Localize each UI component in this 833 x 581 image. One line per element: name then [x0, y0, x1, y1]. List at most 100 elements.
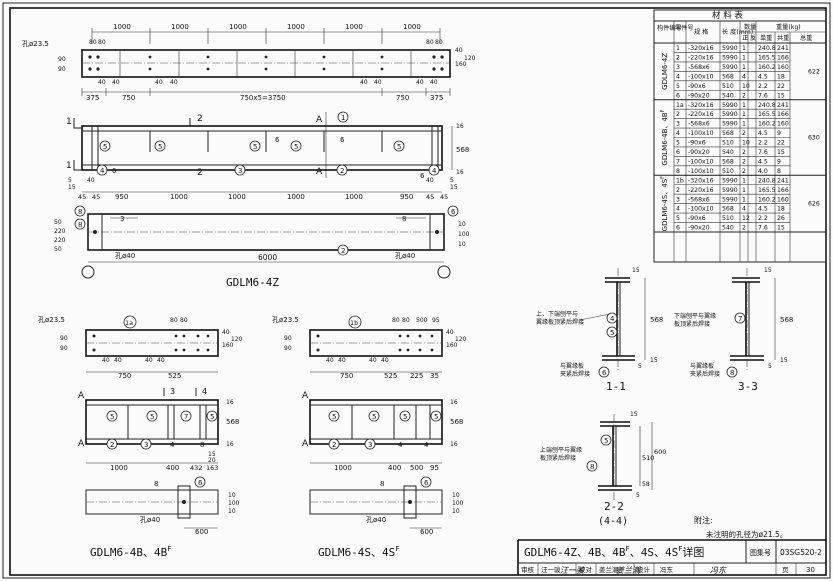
- b-mark-1a: 1a: [125, 319, 133, 327]
- plan-top-dim-6: 1000: [403, 23, 421, 31]
- mat-cell: 160: [777, 196, 789, 203]
- s-mark-3: 3: [368, 441, 372, 449]
- mat-cell: 165.5: [758, 55, 776, 62]
- mat-member: GDLM6-4S、4SF: [660, 176, 669, 232]
- elev-sec1: 1: [66, 117, 72, 127]
- plan-small-1: 40: [98, 79, 106, 86]
- mat-cell: 9: [777, 158, 781, 165]
- side-mark-8b: 8: [78, 221, 82, 229]
- b-span: 600: [195, 528, 208, 536]
- mat-cell: -90x6: [688, 140, 706, 147]
- s22-dim-5: 5: [636, 492, 640, 499]
- elev-secA-bottom: A: [316, 167, 323, 177]
- elev-sec2-bottom: 2: [197, 168, 203, 178]
- mat-cell: 7.6: [758, 92, 768, 99]
- mat-cell: 5990: [722, 121, 738, 128]
- elev-mark-5c: 5: [253, 143, 257, 151]
- s33-dim-3: 15: [780, 357, 788, 364]
- mat-cell: 1: [742, 177, 746, 184]
- mat-cell: 4.5: [758, 73, 768, 80]
- hdr-w-unit: 单重: [760, 34, 772, 42]
- s-left-v2: 90: [284, 345, 292, 352]
- mat-cell: 510: [722, 83, 734, 90]
- mat-cell: 5990: [722, 55, 738, 62]
- b-elev-dim-1: 1000: [110, 464, 128, 472]
- s11-mark-5: 5: [610, 329, 614, 337]
- s22-dim-1: 15: [630, 411, 638, 418]
- b-right-v1: 40: [222, 329, 230, 336]
- elev-bot-7: 1000: [345, 193, 363, 201]
- mat-cell: 5990: [722, 196, 738, 203]
- s-bot-2: 525: [384, 372, 397, 380]
- b-right-v3: 120: [231, 336, 243, 343]
- b-left-v1: 90: [60, 335, 68, 342]
- s22-mark-5: 5: [604, 437, 608, 445]
- s11-name: 1-1: [606, 380, 626, 393]
- plan-bot-dim-1: 375: [86, 94, 99, 102]
- s11-note-3: 与翼缘板: [560, 362, 584, 370]
- tb-checker: 姜兰潮: [599, 565, 619, 574]
- plan-top-dim-1: 1000: [113, 23, 131, 31]
- s-hole-label: 孔ø23.5: [272, 316, 299, 324]
- elev-bot-4: 1000: [170, 193, 188, 201]
- mat-cell: 2.2: [758, 140, 768, 147]
- elev-mark-4a: 4: [100, 167, 105, 175]
- b-elev-dim-3: 432: [190, 464, 202, 472]
- s-secA-bottom: A: [302, 439, 309, 449]
- mat-cell: -568x6: [688, 121, 710, 128]
- s11-dim-4: 5: [638, 363, 642, 370]
- elev-bot-8: 950: [400, 193, 413, 201]
- elev-bot-5: 1000: [228, 193, 246, 201]
- plan-right-v3: 120: [464, 55, 476, 62]
- mat-cell: 4.0: [758, 168, 768, 175]
- atlas-label: 图集号: [750, 548, 771, 557]
- mat-cell: 540: [722, 92, 734, 99]
- mat-cell: 160.2: [758, 121, 776, 128]
- tb-designer: 冯东: [660, 565, 674, 574]
- side-mark-2: 2: [341, 247, 345, 255]
- mat-cell: 15: [777, 92, 785, 99]
- elev-dim-r2: 568: [456, 146, 469, 154]
- plan-pitch-l2: 80: [98, 39, 106, 46]
- mat-cell: 3: [676, 196, 680, 203]
- b-right-v2: 160: [222, 342, 234, 349]
- s33-dim-4: 5: [768, 363, 772, 370]
- mat-cell: -320x16: [688, 45, 714, 52]
- plan-top-dim-2: 1000: [171, 23, 189, 31]
- mat-cell: 2.2: [758, 215, 768, 222]
- mat-cell: 1: [742, 121, 746, 128]
- mat-cell: 1b: [676, 177, 684, 184]
- s-dim-r2: 568: [450, 418, 463, 426]
- mat-cell: 4: [676, 73, 680, 80]
- s-dim-r1: 16: [450, 399, 458, 406]
- side-hole-r: 孔ø40: [395, 252, 415, 260]
- b-mark-5b: 5: [150, 413, 154, 421]
- s33-mark-7: 7: [738, 315, 742, 323]
- elev-mark-6a: 6: [275, 136, 280, 144]
- mat-cell: 1: [742, 187, 746, 194]
- side-weld-r: 8: [402, 215, 406, 223]
- elev-mark-5b: 5: [158, 143, 162, 151]
- title-text: GDLM6-4Z、4B、4BF、4S、4SF详图: [524, 545, 704, 559]
- elev-bot-10: 45: [440, 193, 448, 201]
- mat-cell: 510: [722, 215, 734, 222]
- hdr-qty: 数量: [744, 23, 756, 31]
- s-mark-1b: 1b: [350, 319, 358, 327]
- s-elev-dim-4: 95: [430, 464, 439, 472]
- mat-cell: 1: [742, 102, 746, 109]
- s-pitch-3: 500: [416, 317, 428, 324]
- elev-secA: A: [316, 115, 323, 125]
- mat-cell: 568: [722, 130, 734, 137]
- mat-cell: -90x6: [688, 215, 706, 222]
- s33-dim-1: 15: [764, 267, 772, 274]
- s-bot-4: 35: [430, 372, 439, 380]
- s-small-1: 40: [326, 357, 334, 364]
- s-right-v2: 160: [446, 342, 458, 349]
- s-side-v1: 10: [452, 492, 460, 499]
- mat-cell: -220x16: [688, 111, 714, 118]
- mat-cell: 15: [777, 225, 785, 232]
- mat-cell: -220x16: [688, 55, 714, 62]
- section-2-2: 15 510 600 58 5 上端刨平与翼缘 板顶紧后焊接 5 8 2-2 (…: [540, 411, 666, 527]
- mat-cell: 160.2: [758, 64, 776, 71]
- tb-review: 审核: [521, 565, 535, 574]
